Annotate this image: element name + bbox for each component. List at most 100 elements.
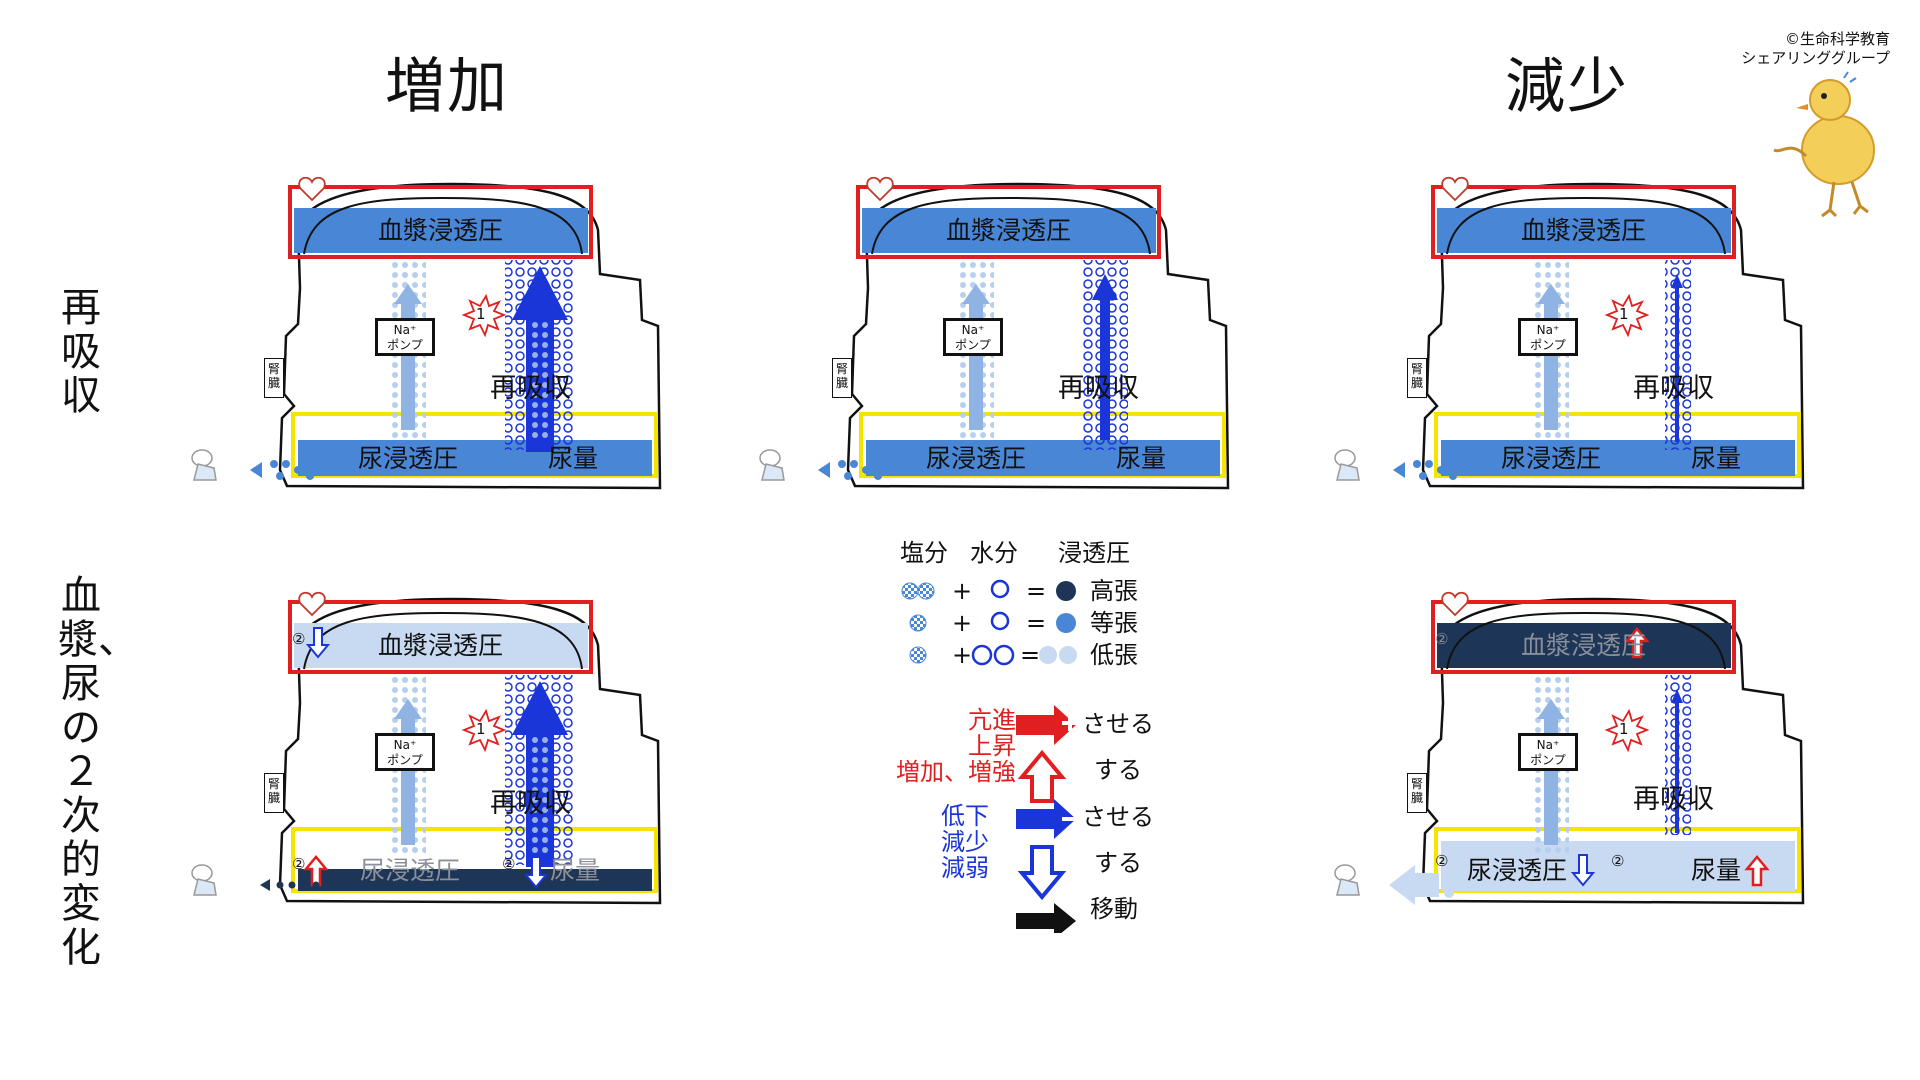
- row-label-reabsorption: 再吸収: [61, 285, 101, 419]
- marker-1: 1: [1619, 305, 1629, 323]
- increase-filled-arrow-icon: [1016, 705, 1078, 745]
- urine-osmolality-label: 尿浸透圧: [926, 444, 1027, 473]
- legend-plus: +: [952, 577, 973, 605]
- legend-eq: =: [1026, 609, 1047, 637]
- legend-make-down: させる: [1082, 803, 1154, 831]
- urine-vol-down-arrow: [523, 856, 549, 889]
- urine-osmolality-label: 尿浸透圧: [1467, 856, 1568, 885]
- title-increase: 増加: [385, 52, 509, 122]
- legend-red-terms: 亢進 上昇 増加、増強: [840, 707, 1016, 785]
- pump-name: ポンプ: [1530, 338, 1566, 352]
- burst-marker: [461, 293, 507, 338]
- na-pump-box: Na⁺ ポンプ: [1518, 733, 1578, 771]
- kidney-diagram: [1389, 591, 1805, 905]
- urine-outflow: [250, 460, 326, 480]
- plasma-osmolality-label: 血漿浸透圧: [378, 631, 504, 660]
- kidney-diagram: [1393, 176, 1805, 490]
- marker-1: 1: [1619, 720, 1629, 738]
- urine-osm-up-arrow: [303, 855, 329, 887]
- legend-blue-2: 減少: [941, 828, 989, 856]
- row-label-secondary-change: 血漿、尿の２次的変化: [58, 573, 138, 971]
- legend-do-up: する: [1094, 756, 1142, 784]
- toilet-icon: [191, 864, 217, 896]
- urine-osm-down-arrow: [1570, 854, 1596, 887]
- pump-name: ポンプ: [387, 338, 423, 352]
- marker-2: ②: [1611, 852, 1625, 870]
- urine-volume-label: 尿量: [548, 444, 599, 473]
- title-decrease: 減少: [1505, 52, 1629, 122]
- marker-2: ②: [292, 855, 306, 873]
- urine-osmolality-label: 尿浸透圧: [358, 444, 459, 473]
- increase-outline-arrow-icon: [1017, 749, 1067, 803]
- legend-blue-1: 低下: [941, 802, 989, 830]
- burst-marker: [1604, 293, 1650, 338]
- pump-na: Na⁺: [1536, 738, 1560, 752]
- pump-na: Na⁺: [1536, 323, 1560, 337]
- decrease-filled-arrow-icon: [1016, 799, 1076, 839]
- reabsorption-label: 再吸収: [1633, 373, 1714, 404]
- marker-2: ②: [1435, 852, 1449, 870]
- kidney-label: 腎臓: [832, 358, 852, 398]
- heart-icon: [298, 176, 326, 202]
- legend-iso: 等張: [1090, 609, 1138, 637]
- legend-blue-terms: 低下 減少 減弱: [930, 803, 1000, 881]
- pump-name: ポンプ: [387, 753, 423, 767]
- legend-plus: +: [952, 641, 973, 669]
- pump-name: ポンプ: [955, 338, 991, 352]
- legend-do-down: する: [1094, 849, 1142, 877]
- kidney-label: 腎臓: [1407, 358, 1427, 398]
- kidney-diagram: [250, 176, 662, 490]
- marker-1: 1: [476, 305, 486, 323]
- urine-vol-up-arrow: [1744, 855, 1770, 887]
- pump-na: Na⁺: [393, 323, 417, 337]
- legend-header-water: 水分: [970, 539, 1018, 567]
- kidney-label: 腎臓: [1407, 773, 1427, 813]
- plasma-osmolality-label: 血漿浸透圧: [378, 216, 504, 245]
- legend-blue-3: 減弱: [941, 854, 989, 882]
- kidney-label: 腎臓: [264, 773, 284, 813]
- plasma-up-arrow: [1624, 627, 1650, 659]
- heart-icon: [1441, 176, 1469, 202]
- urine-outflow: [818, 460, 894, 480]
- marker-2: ②: [1435, 630, 1449, 648]
- pump-na: Na⁺: [393, 738, 417, 752]
- credit-line2: シェアリンググループ: [1741, 49, 1890, 67]
- urine-osmolality-label: 尿浸透圧: [360, 856, 461, 885]
- panel-increase-secondary: ② 血漿浸透圧 ② 尿浸透圧 ② 尿量 再吸収 Na⁺ ポンプ 腎臓 1: [191, 585, 670, 945]
- toilet-icon: [759, 449, 785, 481]
- legend-high: 高張: [1090, 577, 1138, 605]
- reabsorption-label: 再吸収: [490, 788, 571, 819]
- urine-volume-label: 尿量: [1116, 444, 1167, 473]
- osmolality-key: [901, 579, 1077, 666]
- legend-header-osm: 浸透圧: [1058, 539, 1130, 567]
- chick-logo-icon: [1773, 71, 1875, 218]
- reabsorption-label: 再吸収: [490, 373, 571, 404]
- legend-red-1: 亢進: [968, 706, 1016, 734]
- plasma-osmolality-label: 血漿浸透圧: [1521, 631, 1647, 660]
- decrease-outline-arrow-icon: [1017, 845, 1067, 901]
- reabsorption-label: 再吸収: [1633, 784, 1714, 815]
- credit-line1: ©生命科学教育: [1784, 30, 1890, 48]
- toilet-icon: [1334, 864, 1360, 896]
- pump-name: ポンプ: [1530, 753, 1566, 767]
- na-pump-box: Na⁺ ポンプ: [375, 318, 435, 356]
- urine-outflow: [260, 879, 320, 891]
- urine-outflow: [1389, 865, 1466, 905]
- panel-decrease-reabsorption: 血漿浸透圧 尿浸透圧 尿量 再吸収 Na⁺ ポンプ 腎臓 1: [1334, 170, 1813, 530]
- marker-2: ②: [292, 630, 306, 648]
- marker-1: 1: [476, 720, 486, 738]
- urine-volume-label: 尿量: [1691, 444, 1742, 473]
- urine-volume-label: 尿量: [550, 856, 601, 885]
- burst-marker: [461, 708, 507, 753]
- reabsorption-label: 再吸収: [1058, 373, 1139, 404]
- legend-low: 低張: [1090, 641, 1138, 669]
- legend-header-salt: 塩分: [900, 539, 948, 567]
- move-arrow-icon: [1016, 903, 1076, 933]
- urine-osmolality-label: 尿浸透圧: [1501, 444, 1602, 473]
- burst-marker: [1604, 708, 1650, 753]
- na-pump-box: Na⁺ ポンプ: [1518, 318, 1578, 356]
- urine-volume-label: 尿量: [1691, 856, 1742, 885]
- na-pump-box: Na⁺ ポンプ: [375, 733, 435, 771]
- heart-icon: [298, 591, 326, 617]
